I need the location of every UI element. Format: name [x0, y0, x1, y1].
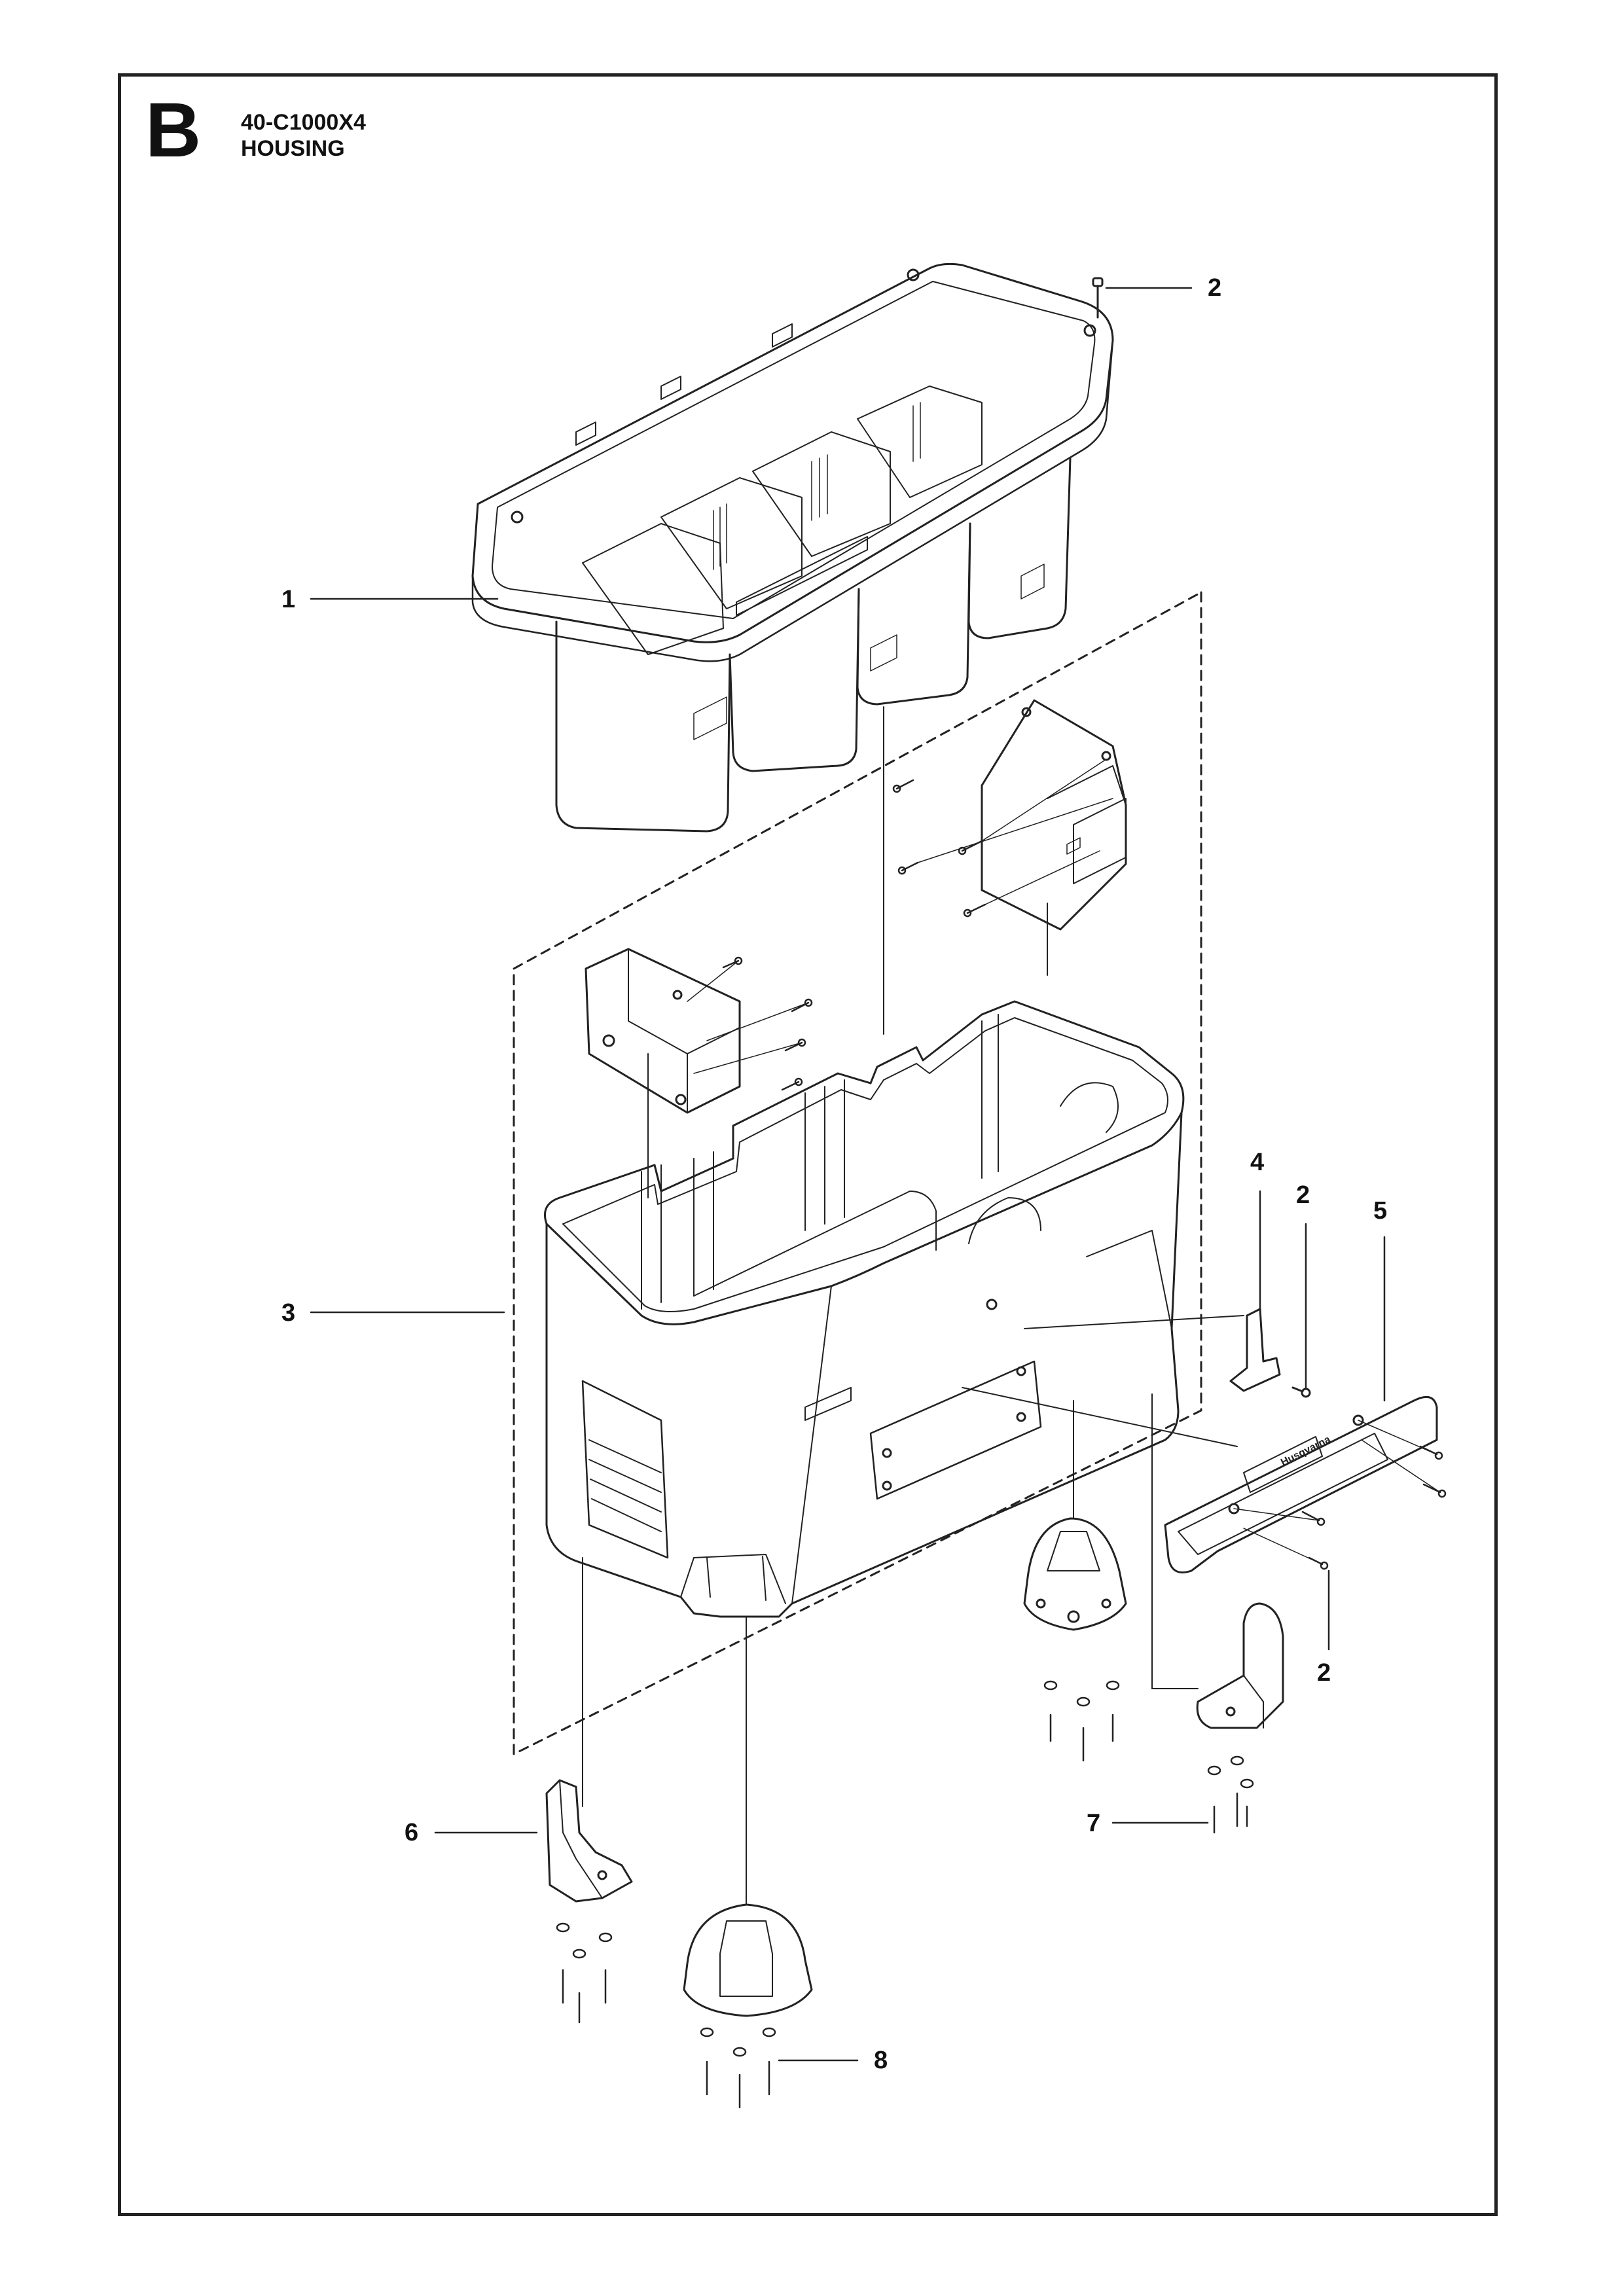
foot-fasteners: [556, 1680, 1254, 2109]
front-foot-left: [545, 1779, 633, 1903]
clip-part: [1229, 1308, 1281, 1392]
assembly-boundary: [513, 591, 1202, 1755]
callout-leaders: [310, 287, 1386, 2062]
left-bracket-part: [585, 948, 741, 1114]
rear-foot-center: [1023, 1517, 1127, 1631]
section-title: HOUSING: [241, 136, 345, 161]
nameplate-handle-part: [1164, 1395, 1438, 1573]
callout-labels: 2 1 4 2 5 3 2 6 7 8: [281, 274, 1387, 2074]
clip-screw: [1291, 1386, 1311, 1398]
page-frame: [118, 73, 1498, 2216]
screw-top: [1092, 277, 1104, 319]
callout-7: 7: [1087, 1810, 1100, 1837]
assembly-guide-lines: [582, 706, 1244, 1905]
callout-3: 3: [281, 1299, 295, 1327]
callout-2-top: 2: [1208, 274, 1221, 302]
right-bracket-part: [981, 699, 1127, 931]
callout-5: 5: [1373, 1197, 1387, 1225]
callout-1: 1: [281, 586, 295, 613]
bracket-screws: [687, 759, 1113, 1091]
front-foot-center: [683, 1903, 813, 2017]
section-letter: B: [145, 87, 202, 173]
callout-6: 6: [405, 1819, 418, 1846]
callout-4: 4: [1250, 1149, 1264, 1176]
part-code: 40-C1000X4: [241, 110, 366, 135]
main-housing-part: [544, 1000, 1185, 1618]
rear-foot-right: [1196, 1602, 1284, 1729]
top-tray-part: [471, 262, 1114, 833]
callout-2-handle: 2: [1317, 1659, 1331, 1687]
callout-2-clip: 2: [1296, 1181, 1310, 1209]
callout-8: 8: [874, 2047, 888, 2074]
handle-screws: [1233, 1420, 1447, 1570]
